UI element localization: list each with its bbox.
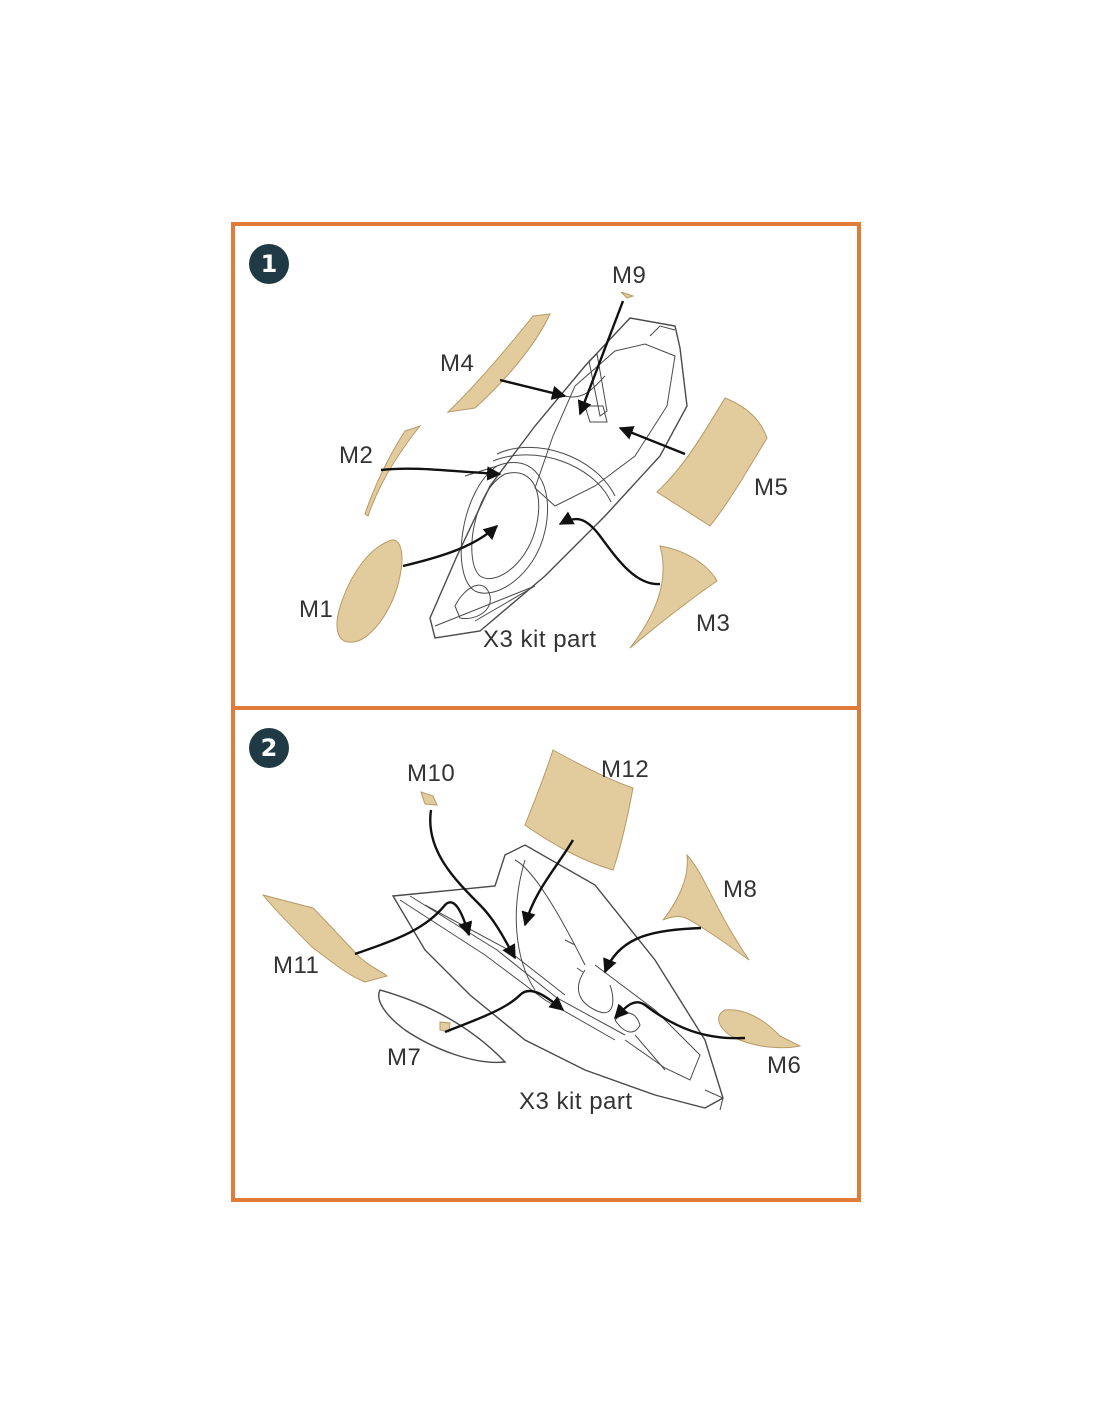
mask-m8 — [662, 853, 750, 961]
arrow-m12 — [521, 839, 575, 927]
label-m1: M1 — [299, 596, 334, 623]
step-2-panel: 2 — [231, 706, 861, 1202]
kit-part-label: X3 kit part — [519, 1088, 633, 1115]
kit-part-label: X3 kit part — [483, 626, 597, 653]
canopy-kit-part — [429, 317, 688, 639]
arrow-m2 — [380, 466, 502, 481]
label-m6: M6 — [767, 1052, 802, 1079]
arrow-m9 — [577, 300, 625, 416]
label-m8: M8 — [723, 876, 758, 903]
arrow-m7 — [444, 989, 565, 1034]
mask-m7-tab — [439, 1021, 451, 1033]
mask-m11 — [261, 894, 389, 983]
arrow-m3 — [558, 511, 661, 586]
label-m10: M10 — [407, 760, 456, 787]
arrow-m1 — [402, 525, 499, 568]
mask-m1 — [336, 539, 403, 643]
step-number-badge: 2 — [249, 728, 289, 768]
arrow-m6 — [614, 1001, 746, 1040]
label-m11: M11 — [273, 952, 320, 979]
label-m7: M7 — [387, 1044, 422, 1071]
step-2-illustration — [261, 749, 802, 1111]
mask-m9 — [620, 291, 635, 299]
label-m3: M3 — [696, 610, 731, 637]
mask-m6 — [718, 1009, 802, 1049]
label-m4: M4 — [440, 350, 475, 377]
arrow-m8 — [603, 926, 702, 974]
mask-m4 — [446, 313, 551, 413]
mask-m5 — [656, 397, 768, 527]
arrow-m11 — [354, 901, 473, 956]
mask-m12 — [524, 749, 634, 871]
arrow-m10 — [429, 809, 517, 960]
arrow-m5 — [618, 426, 686, 456]
label-m2: M2 — [339, 442, 374, 469]
label-m5: M5 — [754, 474, 789, 501]
mask-m3 — [629, 545, 718, 649]
mask-m2 — [364, 424, 422, 517]
step-1-panel: 1 — [231, 222, 861, 710]
label-m12: M12 — [601, 756, 650, 783]
mask-m10 — [420, 791, 438, 806]
step-number-badge: 1 — [249, 244, 289, 284]
label-m9: M9 — [612, 262, 647, 289]
canopy-kit-part — [391, 844, 724, 1111]
arrow-m4 — [499, 378, 567, 400]
step-1-illustration — [336, 291, 768, 649]
